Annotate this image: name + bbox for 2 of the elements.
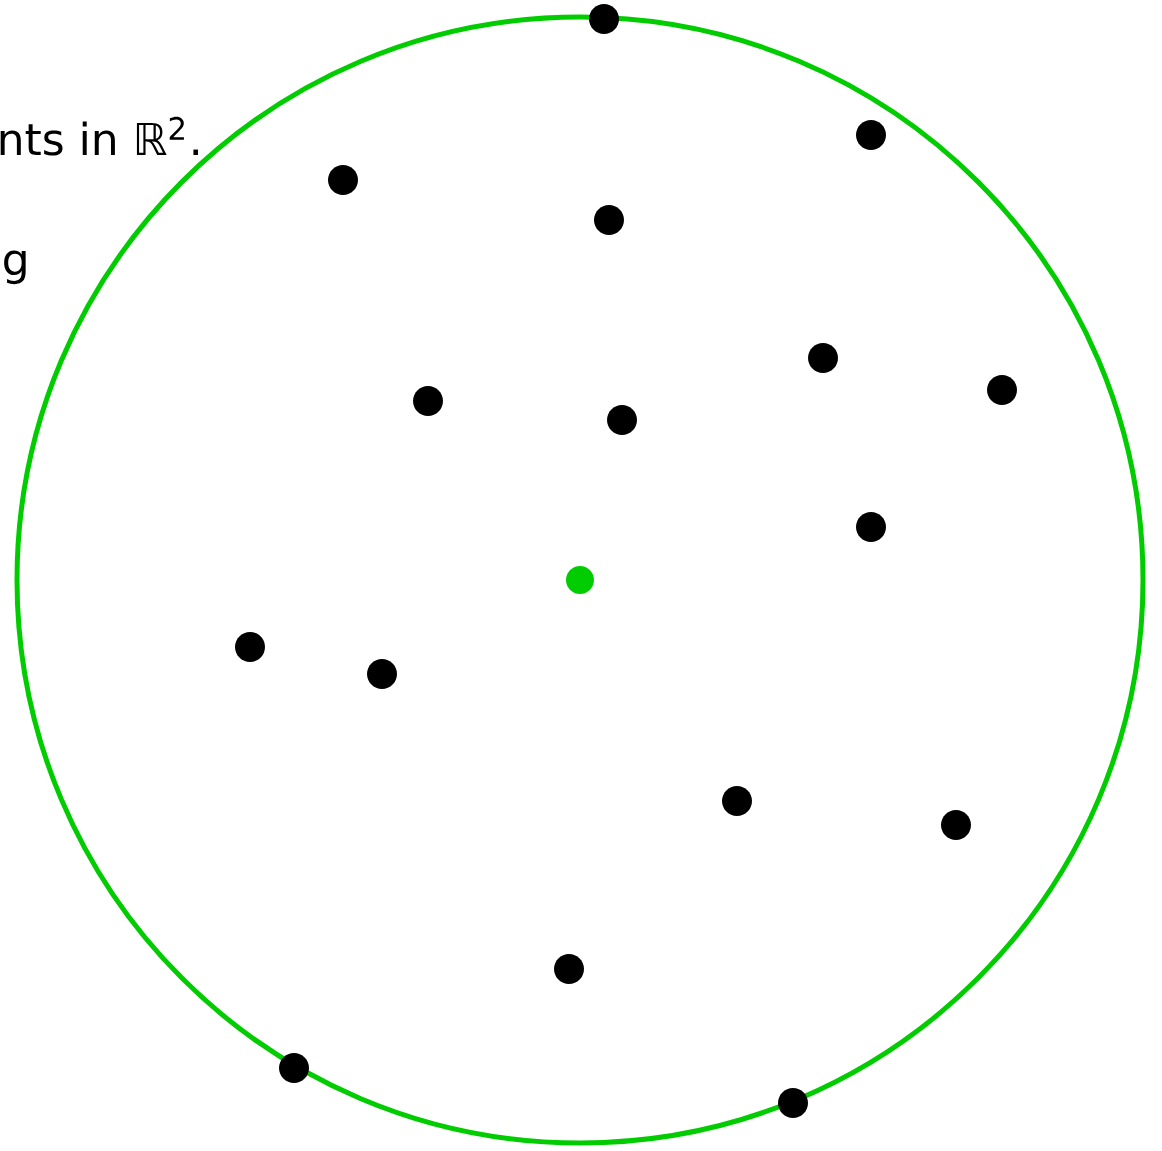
text-fragment: nts in ℝ$^{2}$. bbox=[0, 116, 198, 156]
text-fragment: g bbox=[4, 250, 26, 285]
